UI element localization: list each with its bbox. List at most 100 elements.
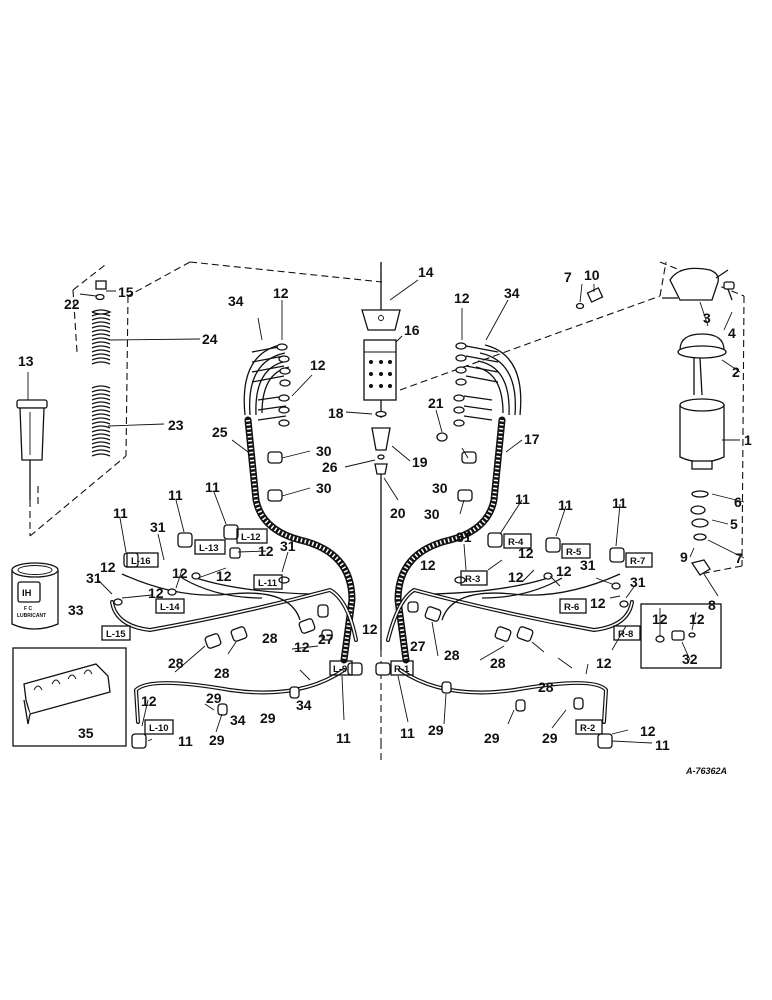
callout-1: 1	[744, 432, 752, 448]
callout-12-k: 12	[454, 290, 470, 306]
callout-30-d: 30	[424, 506, 440, 522]
callout-28-d: 28	[444, 647, 460, 663]
callout-28-c: 28	[214, 665, 230, 681]
tag-boxes	[101, 528, 653, 735]
callout-14: 14	[418, 264, 434, 280]
callout-12-e: 12	[148, 585, 164, 601]
callout-31-c: 31	[86, 570, 102, 586]
callout-25: 25	[212, 424, 228, 440]
tag-L-16: L-15	[106, 629, 126, 640]
tag-L-10: L-10	[149, 723, 169, 734]
callout-28-a: 28	[262, 630, 278, 646]
lubricant-can: IH F C LUBRICANT	[11, 562, 59, 630]
callout-12-m: 12	[508, 569, 524, 585]
callout-11-a: 11	[113, 505, 128, 521]
callout-12-a: 12	[273, 285, 289, 301]
callout-11-e: 11	[178, 733, 193, 749]
tag-L-14: L-14	[160, 602, 180, 613]
callout-32: 32	[682, 651, 698, 667]
callout-21: 21	[428, 395, 444, 411]
callout-12-h: 12	[294, 639, 310, 655]
tag-R-3: R-3	[465, 574, 480, 585]
can-label-line2: LUBRICANT	[17, 613, 46, 619]
callout-12-o: 12	[556, 563, 572, 579]
callout-11-g: 11	[655, 737, 670, 753]
callout-7-lower: 7	[735, 550, 743, 566]
tag-R-4: R-4	[508, 537, 524, 548]
callout-6: 6	[734, 494, 742, 510]
callout-30-b: 30	[316, 480, 332, 496]
callout-11-d: 11	[336, 730, 351, 746]
callout-7-upper: 7	[564, 269, 572, 285]
callout-12-q: 12	[596, 655, 612, 671]
callout-31-d: 31	[456, 529, 472, 545]
callout-31-e: 31	[580, 557, 596, 573]
callout-20: 20	[390, 505, 406, 521]
callout-28-f: 28	[538, 679, 554, 695]
callout-11-c: 11	[205, 479, 220, 495]
callout-28-e: 28	[490, 655, 506, 671]
filter-assembly	[575, 267, 735, 576]
callout-12-f: 12	[172, 565, 188, 581]
callout-12-g: 12	[216, 568, 232, 584]
right-tube-lines	[375, 532, 634, 749]
tag-R-7: R-7	[630, 556, 645, 567]
tag-L-13: L-13	[199, 543, 219, 554]
tag-L-11: L-11	[258, 578, 278, 589]
callout-31-f: 31	[630, 574, 646, 590]
callout-29-d: 29	[428, 722, 444, 738]
callout-12-j: 12	[141, 693, 157, 709]
callout-12-t: 12	[689, 611, 705, 627]
callout-2: 2	[732, 364, 740, 380]
callout-12-p: 12	[590, 595, 606, 611]
detail-box-35	[12, 647, 127, 747]
drawing-reference-code: A-76362A	[685, 766, 727, 776]
callout-5: 5	[730, 516, 738, 532]
callout-12-s: 12	[652, 611, 668, 627]
callout-13: 13	[18, 353, 34, 369]
callout-15: 15	[118, 284, 134, 300]
callout-4: 4	[728, 325, 736, 341]
can-logo: IH	[22, 588, 32, 599]
callout-27-b: 27	[410, 638, 426, 654]
callout-12-d: 12	[100, 559, 116, 575]
left-hose-harness	[243, 343, 356, 664]
callout-34-a: 34	[228, 293, 244, 309]
callout-12-l: 12	[420, 557, 436, 573]
right-hose-harness	[394, 342, 522, 664]
callout-30-c: 30	[432, 480, 448, 496]
callout-34-b: 34	[504, 285, 520, 301]
can-label-line1: F C	[24, 606, 32, 612]
callout-11-j: 11	[612, 495, 627, 511]
callout-9: 9	[680, 549, 688, 565]
callout-8: 8	[708, 597, 716, 613]
callout-27-a: 27	[318, 631, 334, 647]
callout-24: 24	[202, 331, 218, 347]
callout-26: 26	[322, 459, 338, 475]
callout-33: 33	[68, 602, 84, 618]
callout-12-c: 12	[258, 543, 274, 559]
callout-34-c: 34	[230, 712, 246, 728]
callout-11-f: 11	[400, 725, 415, 741]
tag-L-15: L-16	[131, 556, 151, 567]
tag-R-6: R-6	[564, 602, 579, 613]
tag-R-5: R-5	[566, 547, 582, 558]
callout-12-n: 12	[518, 545, 534, 561]
callout-19: 19	[412, 454, 428, 470]
callout-28-b: 28	[168, 655, 184, 671]
callout-11-h: 11	[515, 491, 530, 507]
tag-R-2: R-2	[580, 723, 595, 734]
left-tube-lines	[110, 524, 363, 749]
callout-29-b: 29	[209, 732, 225, 748]
callout-31-b: 31	[280, 538, 296, 554]
tag-L-9: L-9	[333, 664, 347, 675]
tag-L-12: L-12	[241, 532, 261, 543]
callout-35: 35	[78, 725, 94, 741]
phantom-lines	[29, 261, 745, 760]
callout-31-a: 31	[150, 519, 166, 535]
callout-29-a: 29	[206, 690, 222, 706]
tag-R-8: R-8	[618, 629, 633, 640]
callout-34-d: 34	[296, 697, 312, 713]
callout-18: 18	[328, 405, 344, 421]
